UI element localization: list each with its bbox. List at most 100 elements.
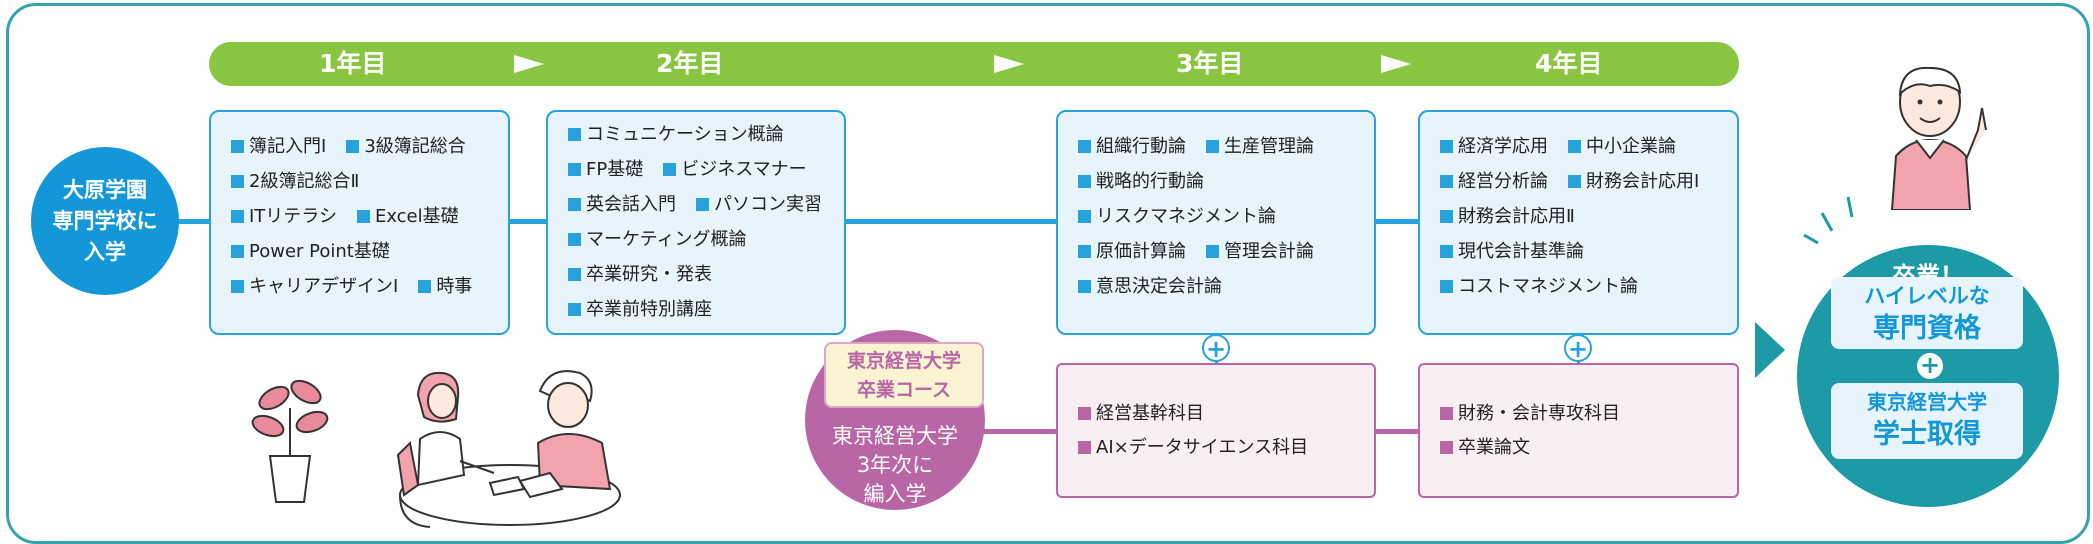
subject-name: 経営分析論 xyxy=(1458,171,1548,192)
subject-name: 中小企業論 xyxy=(1586,136,1676,157)
plus-icon: + xyxy=(1917,353,1943,379)
subject-name: リスクマネジメント論 xyxy=(1096,206,1276,227)
bullet-square-icon xyxy=(231,280,244,293)
subject-row: 経営分析論 財務会計応用Ⅰ xyxy=(1440,167,1699,197)
subject-name: 時事 xyxy=(436,276,473,297)
subject-row: 卒業前特別講座 xyxy=(568,295,712,325)
subject-row: 英会話入門パソコン実習 xyxy=(568,190,822,220)
degree-line-1: 東京経営大学 xyxy=(1867,390,1987,414)
subject-name: コミュニケーション概論 xyxy=(586,124,784,145)
subject-name: ビジネスマナー xyxy=(681,159,807,180)
subject-name: 戦略的行動論 xyxy=(1096,171,1204,192)
bullet-square-icon xyxy=(568,198,581,211)
subject-name: 財務会計応用Ⅰ xyxy=(1586,171,1700,192)
subject-name: AI×データサイエンス科目 xyxy=(1096,437,1309,458)
bullet-square-icon xyxy=(1078,140,1091,153)
subject-name: 意思決定会計論 xyxy=(1096,276,1222,297)
subject-row: ITリテラシ Excel基礎 xyxy=(231,202,459,232)
subject-name: 生産管理論 xyxy=(1224,136,1314,157)
subject-row: 経済学応用 中小企業論 xyxy=(1440,132,1676,162)
subject-row: 卒業論文 xyxy=(1440,433,1530,463)
connector-line xyxy=(1374,429,1420,434)
graduate-person-illustration xyxy=(1890,66,1987,210)
bullet-square-icon xyxy=(568,268,581,281)
arrow-right-icon xyxy=(1381,55,1411,73)
subject-row: 簿記入門Ⅰ 3級簿記総合 xyxy=(231,132,466,162)
subject-name: 英会話入門 xyxy=(586,194,676,215)
subject-row: 戦略的行動論 xyxy=(1078,167,1204,197)
bullet-square-icon xyxy=(1078,245,1091,258)
subject-row: コミュニケーション概論 xyxy=(568,120,784,150)
bullet-square-icon xyxy=(1440,280,1453,293)
professional-qualification-card: ハイレベルな 専門資格 xyxy=(1831,277,2023,349)
year-timeline: 1年目 2年目 3年目 4年目 xyxy=(209,42,1739,86)
enrollment-circle: 大原学園 専門学校に 入学 xyxy=(31,147,179,295)
subject-row: 2級簿記総合Ⅱ xyxy=(231,167,359,197)
subject-name: Excel基礎 xyxy=(374,206,459,227)
qualification-line-1: ハイレベルな xyxy=(1864,284,1990,308)
year-2-label: 2年目 xyxy=(656,49,724,78)
subject-name: 卒業論文 xyxy=(1458,437,1530,458)
bullet-square-icon xyxy=(231,245,244,258)
bullet-square-icon xyxy=(568,163,581,176)
subject-row: Power Point基礎 xyxy=(231,237,390,267)
qualification-line-2: 専門資格 xyxy=(1873,313,1981,344)
year-4-label: 4年目 xyxy=(1535,49,1603,78)
subject-row: 財務・会計専攻科目 xyxy=(1440,399,1620,429)
year-1-subjects-box: 簿記入門Ⅰ 3級簿記総合 2級簿記総合Ⅱ ITリテラシ Excel基礎 Power … xyxy=(209,110,510,335)
subject-name: 現代会計基準論 xyxy=(1458,241,1584,262)
subject-row: FP基礎ビジネスマナー xyxy=(568,155,807,185)
connector-line xyxy=(1374,219,1420,224)
bullet-square-icon xyxy=(1078,407,1091,420)
subject-row: マーケティング概論 xyxy=(568,225,747,255)
subject-row: 経営基幹科目 xyxy=(1078,399,1204,429)
subject-name: 簿記入門Ⅰ xyxy=(249,136,327,157)
year-4-university-subjects-box: 財務・会計専攻科目 卒業論文 xyxy=(1418,363,1739,498)
subject-row: コストマネジメント論 xyxy=(1440,272,1638,302)
subject-name: 経済学応用 xyxy=(1458,136,1548,157)
bullet-square-icon xyxy=(568,233,581,246)
burst-lines-icon xyxy=(1803,196,1854,245)
subject-row: AI×データサイエンス科目 xyxy=(1078,433,1308,463)
bullet-square-icon xyxy=(1078,175,1091,188)
transfer-line-1: 東京経営大学 xyxy=(832,424,958,448)
arrow-right-icon xyxy=(994,55,1024,73)
plus-icon: + xyxy=(1564,334,1592,362)
course-label-line-1: 東京経営大学 xyxy=(846,350,961,372)
students-studying-illustration xyxy=(396,370,621,528)
subject-row: リスクマネジメント論 xyxy=(1078,202,1276,232)
year-2-subjects-box: コミュニケーション概論 FP基礎ビジネスマナー 英会話入門パソコン実習 マーケテ… xyxy=(546,110,846,335)
bullet-square-icon xyxy=(231,140,244,153)
subject-name: 管理会計論 xyxy=(1224,241,1314,262)
subject-name: 2級簿記総合Ⅱ xyxy=(249,171,360,192)
course-label-line-2: 卒業コース xyxy=(856,379,952,401)
bullet-square-icon xyxy=(1078,441,1091,454)
bullet-square-icon xyxy=(1440,175,1453,188)
bullet-square-icon xyxy=(1078,210,1091,223)
subject-row: 卒業研究・発表 xyxy=(568,260,712,290)
bullet-square-icon xyxy=(1078,280,1091,293)
subject-name: ITリテラシ xyxy=(249,206,337,227)
bullet-square-icon xyxy=(1440,210,1453,223)
subject-row: 原価計算論管理会計論 xyxy=(1078,237,1314,267)
arrow-right-icon xyxy=(1755,322,1785,378)
subject-name: 組織行動論 xyxy=(1096,136,1186,157)
transfer-line-3: 編入学 xyxy=(863,482,927,506)
bullet-square-icon xyxy=(231,210,244,223)
bullet-square-icon xyxy=(346,140,360,153)
bullet-square-icon xyxy=(1568,140,1581,153)
enrollment-line-2: 専門学校に xyxy=(52,209,158,233)
subject-row: 財務会計応用Ⅱ xyxy=(1440,202,1575,232)
bullet-square-icon xyxy=(356,210,370,223)
subject-name: 3級簿記総合 xyxy=(364,136,466,157)
subject-name: マーケティング概論 xyxy=(586,229,747,250)
subject-row: 組織行動論 生産管理論 xyxy=(1078,132,1314,162)
bullet-square-icon xyxy=(1206,140,1219,153)
subject-name: コストマネジメント論 xyxy=(1458,276,1638,297)
plant-illustration xyxy=(251,379,329,503)
enrollment-line-1: 大原学園 xyxy=(63,178,147,202)
degree-line-2: 学士取得 xyxy=(1873,419,1981,450)
year-3-university-subjects-box: 経営基幹科目 AI×データサイエンス科目 xyxy=(1056,363,1376,498)
connector-line xyxy=(844,219,1058,224)
